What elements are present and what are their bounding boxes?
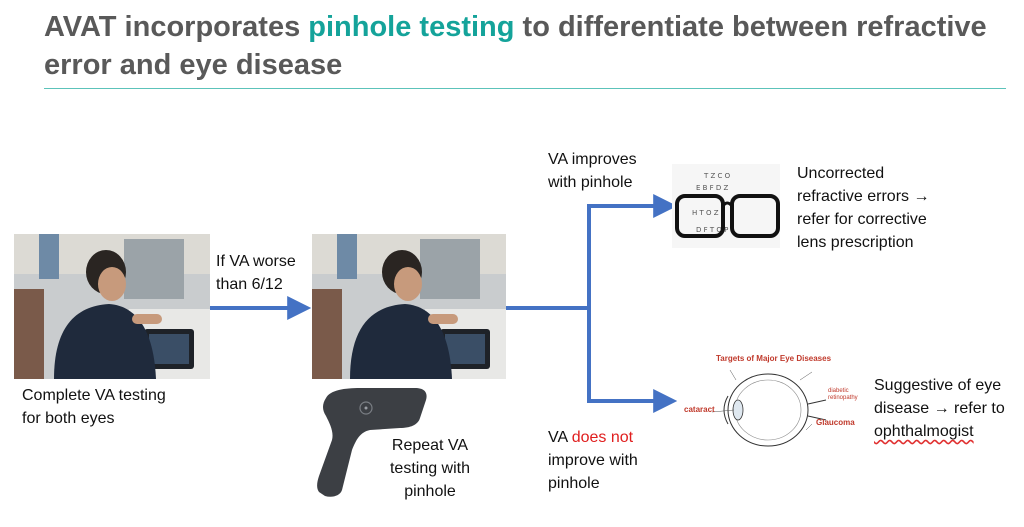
refractive-line2: refractive errors → — [797, 188, 930, 205]
branch-improves-label: VA improves with pinhole — [548, 148, 637, 194]
disease-line1: Suggestive of eye — [874, 377, 1002, 394]
title-divider — [44, 88, 1006, 89]
eye-label-cataract: cataract — [684, 405, 715, 414]
va-testing-photo — [14, 234, 210, 379]
svg-text:H T O Z L: H T O Z L — [692, 209, 725, 217]
outcome-disease: Suggestive of eye disease → refer to oph… — [874, 374, 1005, 443]
eye-diagram-heading: Targets of Major Eye Diseases — [716, 354, 832, 363]
step-repeat-va: Repeat VA testing with pinhole — [370, 434, 490, 503]
not-line3: pinhole — [548, 475, 600, 492]
condition-line2: than 6/12 — [216, 276, 283, 293]
title-accent: pinhole testing — [308, 11, 515, 43]
step2-line3: pinhole — [404, 483, 456, 500]
not-prefix: VA — [548, 429, 572, 446]
not-line2: improve with — [548, 452, 638, 469]
disease-line3: ophthalmogist — [874, 423, 974, 440]
step1-line1: Complete VA testing — [22, 387, 166, 404]
refractive-line3: refer for corrective — [797, 211, 927, 228]
eye-label-glaucoma: Glaucoma — [816, 418, 855, 427]
step2-line2: testing with — [389, 460, 471, 477]
disease-line2: disease → refer to — [874, 400, 1005, 417]
step-complete-va: Complete VA testing for both eyes — [22, 384, 166, 430]
title-part-1: AVAT incorporates — [44, 11, 309, 43]
slide-title: AVAT incorporates pinhole testing to dif… — [44, 8, 1004, 84]
svg-text:E B F D Z: E B F D Z — [696, 184, 729, 192]
improves-line2: with pinhole — [548, 174, 633, 191]
step2-line1: Repeat VA — [391, 437, 469, 454]
svg-text:T Z C O: T Z C O — [703, 172, 731, 180]
title-part-2: to differentiate between refractive erro… — [44, 11, 987, 81]
step1-line2: for both eyes — [22, 410, 115, 427]
branch-not-improve-label: VA does not improve with pinhole — [548, 426, 638, 495]
repeat-testing-photo — [312, 234, 506, 379]
improves-line1: VA improves — [548, 151, 637, 168]
not-highlight: does not — [571, 429, 634, 446]
refractive-line4: lens prescription — [797, 234, 914, 251]
svg-text:D F T O P: D F T O P — [696, 226, 728, 234]
condition-label: If VA worse than 6/12 — [216, 250, 296, 296]
outcome-refractive: Uncorrected refractive errors → refer fo… — [797, 162, 929, 254]
condition-line1: If VA worse — [216, 253, 296, 270]
eye-label-diabetic: diabetic retinopathy — [828, 388, 858, 401]
refractive-line1: Uncorrected — [797, 165, 885, 182]
